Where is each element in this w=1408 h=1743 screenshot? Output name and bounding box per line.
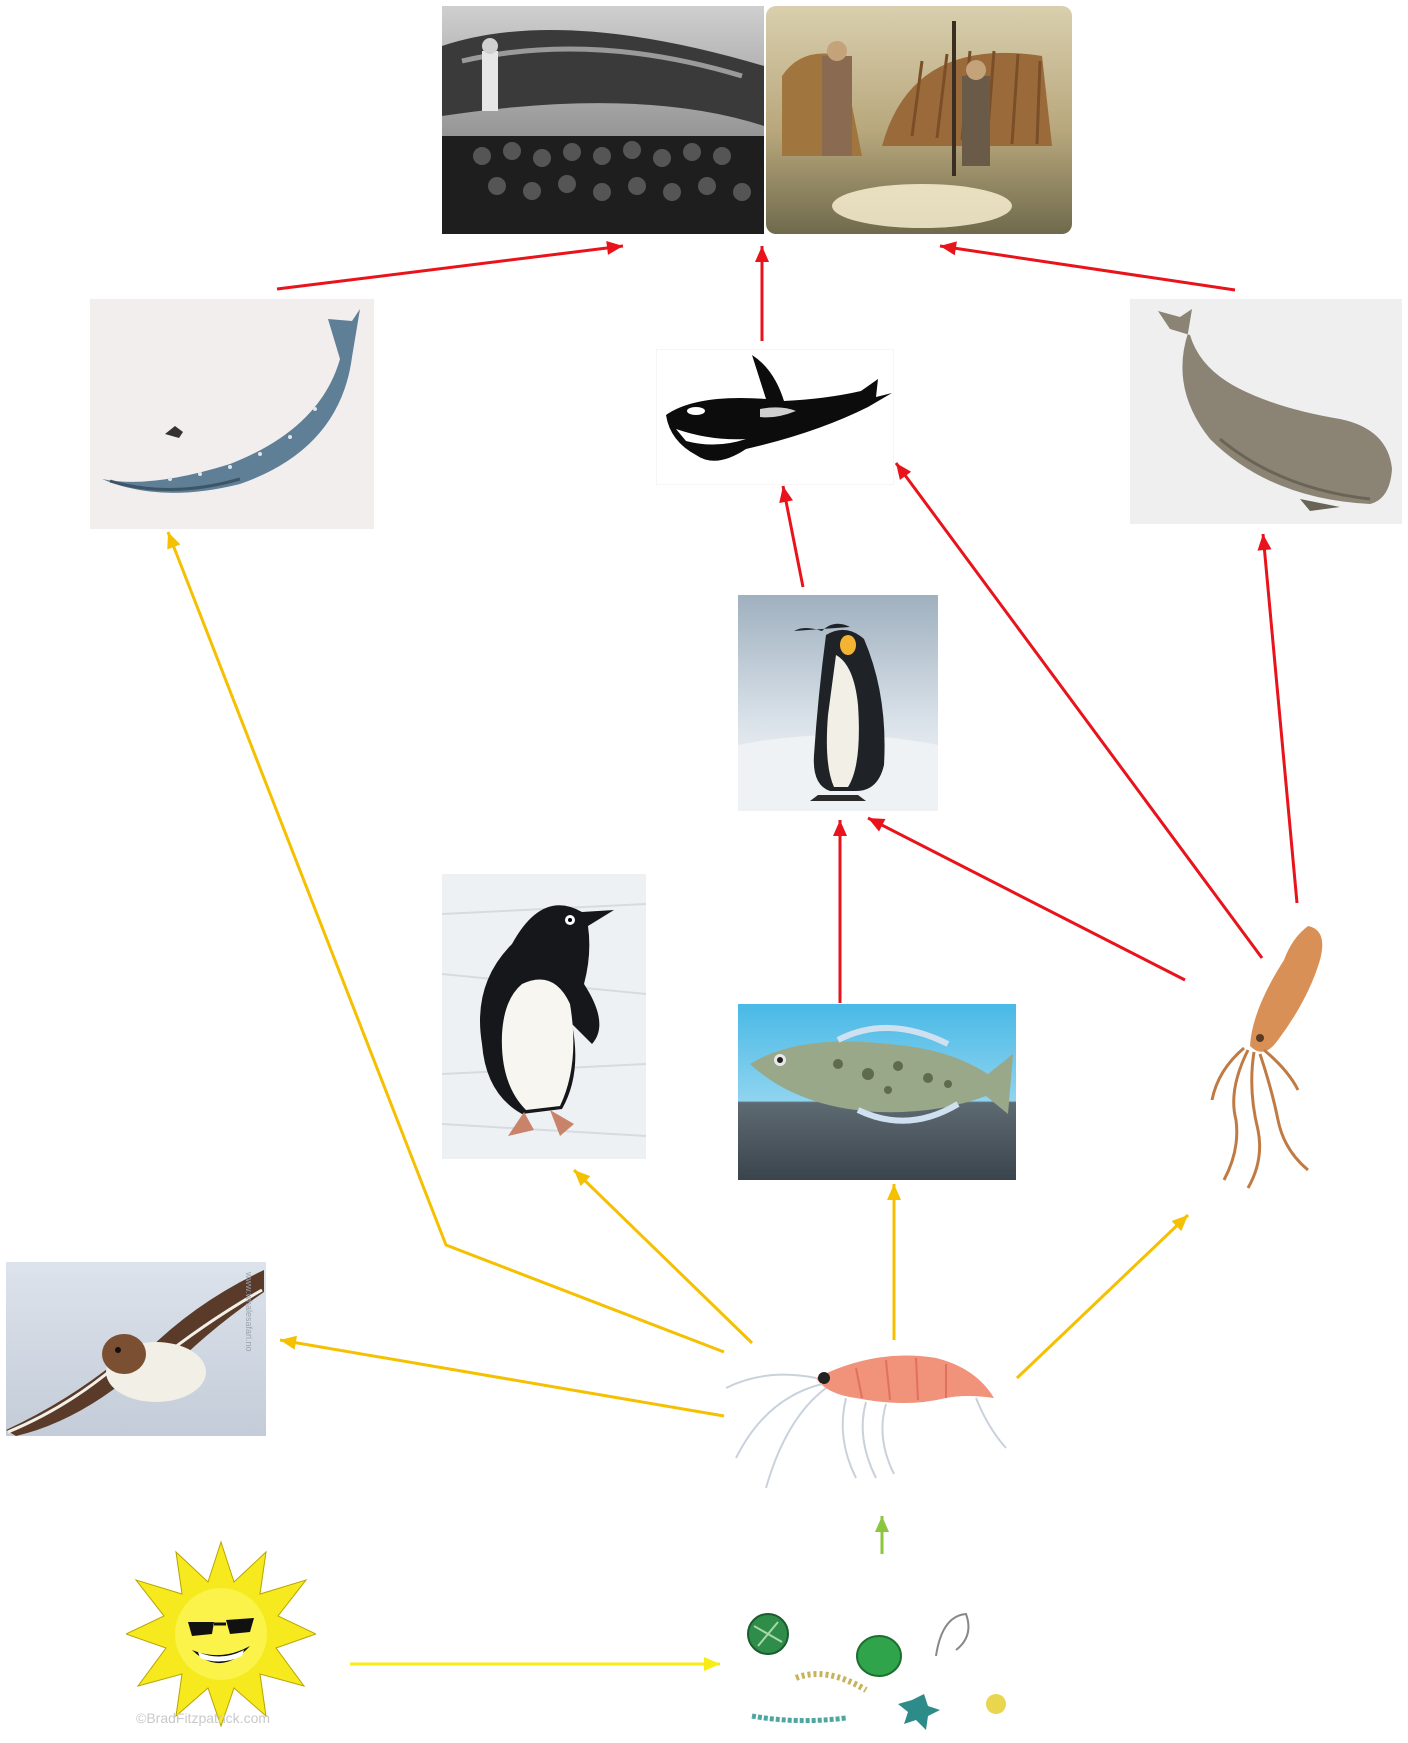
- icefish-icon: [738, 1004, 1016, 1180]
- arrowhead: [833, 820, 847, 836]
- arrow-sun-to-phytoplankton: [350, 1657, 720, 1671]
- arrow-krill-to-adelie-penguin: [574, 1170, 752, 1343]
- sun-watermark: ©BradFitzpatrick.com: [136, 1710, 270, 1726]
- arrow-phytoplankton-to-krill: [875, 1516, 889, 1554]
- squid: [1188, 920, 1336, 1192]
- blue-whale: [90, 299, 374, 529]
- krill-icon: [726, 1338, 1016, 1496]
- humans-whaling-photo: [442, 6, 1072, 234]
- arrow-squid-to-sperm-whale: [1257, 534, 1297, 903]
- arrow-krill-to-squid: [1017, 1215, 1188, 1378]
- phytoplankton-icon: [736, 1606, 1020, 1740]
- petrel-bird: www.whalesafari.no: [6, 1262, 266, 1436]
- adelie-penguin-icon: [442, 874, 646, 1159]
- arrowhead: [755, 246, 769, 262]
- arrowhead: [704, 1657, 720, 1671]
- whalers-photo-icon: [442, 6, 1072, 234]
- sun: ©BradFitzpatrick.com: [126, 1538, 316, 1730]
- arrow-emperor-penguin-to-orca: [779, 486, 803, 587]
- arrowhead: [868, 818, 885, 832]
- arrow-squid-to-orca: [896, 463, 1262, 958]
- sperm-whale-icon: [1130, 299, 1402, 524]
- arrowhead: [574, 1170, 590, 1186]
- arrowhead: [280, 1336, 297, 1350]
- arrow-fish-to-emperor-penguin: [833, 820, 847, 1003]
- petrel-bird-icon: [6, 1262, 266, 1436]
- arrowhead: [167, 532, 180, 549]
- orca-icon: [656, 349, 894, 485]
- arrow-blue-whale-to-humans: [277, 241, 623, 289]
- arrow-squid-to-emperor-penguin: [868, 818, 1185, 980]
- arrowhead: [887, 1184, 901, 1200]
- arrowhead: [1257, 534, 1271, 551]
- squid-icon: [1188, 920, 1336, 1192]
- arrow-krill-to-fish: [887, 1184, 901, 1340]
- sperm-whale: [1130, 299, 1402, 524]
- blue-whale-icon: [90, 299, 374, 529]
- arrow-sperm-whale-to-humans: [940, 241, 1235, 290]
- arrowhead: [779, 486, 793, 503]
- arrowhead: [875, 1516, 889, 1532]
- emperor-penguin: [738, 595, 938, 811]
- icefish: [738, 1004, 1016, 1180]
- arrowhead: [606, 241, 623, 255]
- emperor-penguin-icon: [738, 595, 938, 811]
- orca: [656, 349, 894, 485]
- sun-icon: [126, 1538, 316, 1730]
- arrow-orca-to-humans: [755, 246, 769, 341]
- petrel-watermark: www.whalesafari.no: [244, 1272, 254, 1352]
- arrow-krill-to-petrel: [280, 1336, 724, 1416]
- arrowhead: [1172, 1215, 1188, 1231]
- arrowhead: [940, 241, 957, 255]
- arrowhead: [896, 463, 911, 480]
- krill: [726, 1338, 1016, 1496]
- adelie-penguin: [442, 874, 646, 1159]
- phytoplankton: [736, 1606, 1020, 1740]
